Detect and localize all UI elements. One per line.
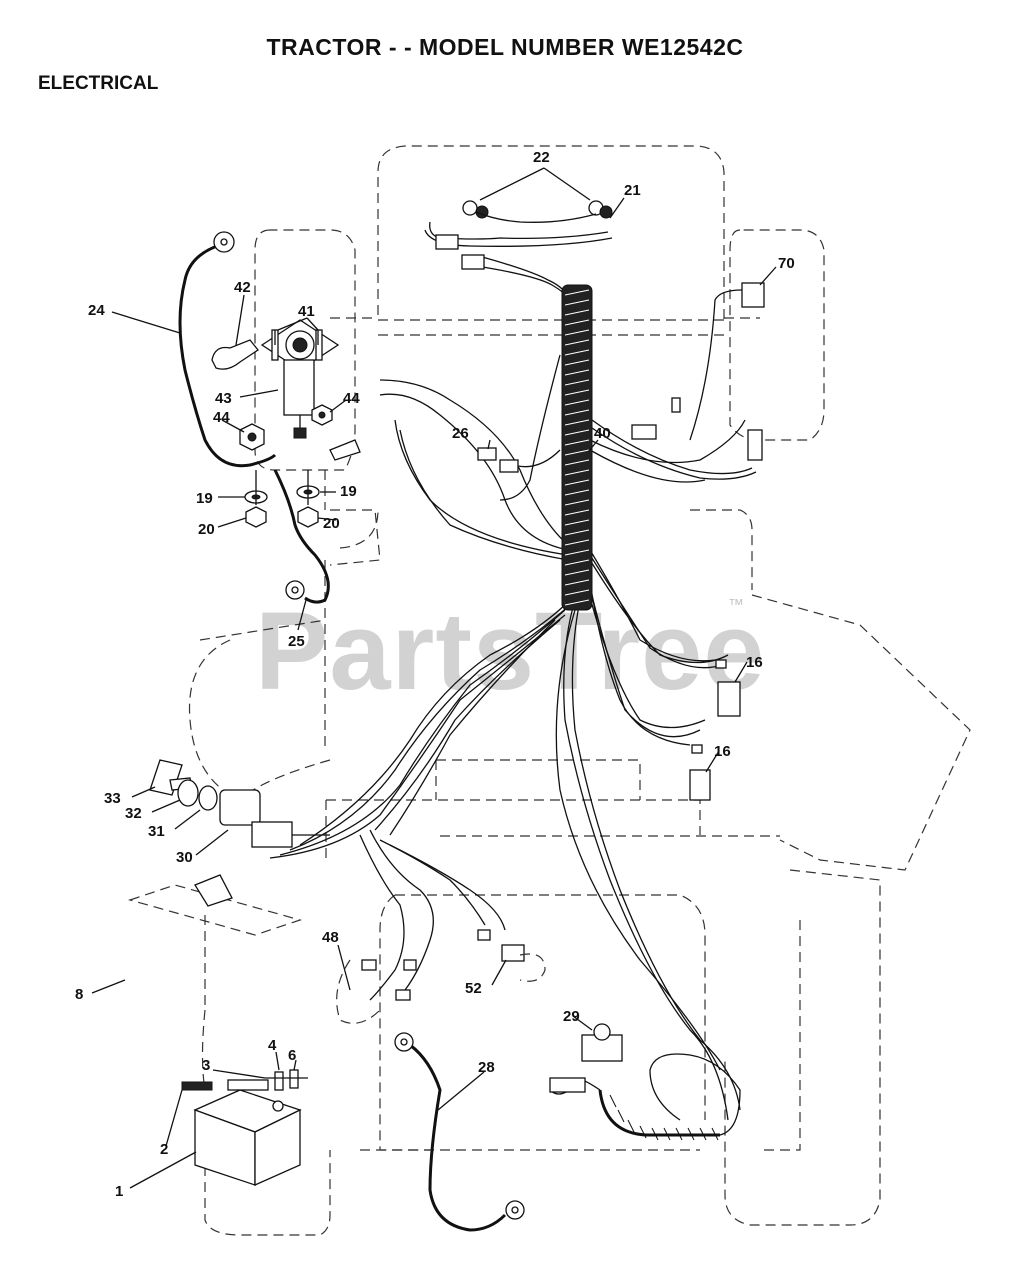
callout-22: 22 bbox=[533, 149, 550, 166]
callout-70: 70 bbox=[778, 255, 795, 272]
callout-16-lower: 16 bbox=[714, 743, 731, 760]
battery bbox=[193, 1079, 302, 1187]
callout-48: 48 bbox=[322, 929, 339, 946]
callout-43: 43 bbox=[215, 390, 232, 407]
callout-19-left: 19 bbox=[196, 490, 213, 507]
callout-32: 32 bbox=[125, 805, 142, 822]
connectors-70 bbox=[631, 282, 765, 461]
harness-coil-sleeve bbox=[561, 284, 593, 611]
connectors-16 bbox=[689, 659, 741, 801]
callout-24: 24 bbox=[88, 302, 105, 319]
terminal-boot bbox=[211, 339, 259, 370]
callout-3: 3 bbox=[202, 1057, 210, 1074]
mounting-plate bbox=[127, 874, 303, 936]
section-heading: ELECTRICAL bbox=[38, 73, 159, 94]
headlight-sockets bbox=[435, 200, 613, 270]
callout-44-right: 44 bbox=[343, 390, 360, 407]
page-title: TRACTOR - - MODEL NUMBER WE12542C bbox=[266, 34, 744, 60]
callout-33: 33 bbox=[104, 790, 121, 807]
callout-labels: 22 21 24 42 41 43 44 44 19 19 20 20 25 2… bbox=[75, 149, 795, 1200]
callout-2: 2 bbox=[160, 1141, 168, 1158]
callout-40: 40 bbox=[594, 425, 611, 442]
callout-29: 29 bbox=[563, 1008, 580, 1025]
leader-lines bbox=[91, 167, 777, 1189]
callout-1: 1 bbox=[115, 1183, 123, 1200]
callout-20-left: 20 bbox=[198, 521, 215, 538]
callout-52: 52 bbox=[465, 980, 482, 997]
battery-hardware bbox=[181, 1069, 308, 1091]
hex-nuts-44 bbox=[239, 404, 333, 451]
cable-28 bbox=[394, 1032, 525, 1232]
callout-31: 31 bbox=[148, 823, 165, 840]
battery-cable-24 bbox=[178, 231, 277, 468]
callout-20-right: 20 bbox=[323, 515, 340, 532]
callout-8: 8 bbox=[75, 986, 83, 1003]
callout-26: 26 bbox=[452, 425, 469, 442]
callout-19-right: 19 bbox=[340, 483, 357, 500]
callout-41: 41 bbox=[298, 303, 315, 320]
callout-4: 4 bbox=[268, 1037, 277, 1054]
starter-solenoid bbox=[260, 319, 340, 439]
callout-25: 25 bbox=[288, 633, 305, 650]
callout-28: 28 bbox=[478, 1059, 495, 1076]
wiring-harness bbox=[269, 221, 757, 1121]
callout-30: 30 bbox=[176, 849, 193, 866]
fuse-connector bbox=[477, 447, 561, 473]
washers-nuts bbox=[244, 439, 361, 528]
tractor-outline bbox=[188, 145, 971, 1236]
lamps bbox=[336, 929, 546, 1024]
callout-42: 42 bbox=[234, 279, 251, 296]
trademark-symbol: ™ bbox=[728, 597, 744, 614]
ignition-switch-group bbox=[149, 759, 330, 848]
callout-16-upper: 16 bbox=[746, 654, 763, 671]
callout-44-left: 44 bbox=[213, 409, 230, 426]
callout-21: 21 bbox=[624, 182, 641, 199]
lower-coil bbox=[549, 1053, 741, 1141]
callout-6: 6 bbox=[288, 1047, 296, 1064]
seat-switch bbox=[581, 1023, 623, 1062]
cable-25 bbox=[273, 469, 330, 604]
